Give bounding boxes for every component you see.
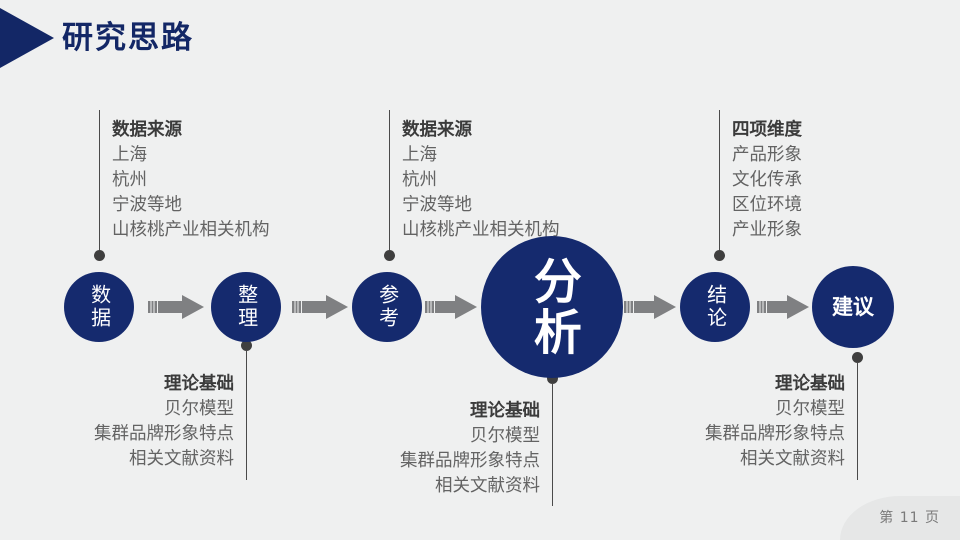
callout-bottom-1: 理论基础 贝尔模型 集群品牌形象特点 相关文献资料 (26, 371, 234, 472)
flow-step-2-label: 整理 (234, 284, 259, 330)
callout-top-3-line-4: 产业形象 (732, 220, 802, 240)
callout-top-3-heading: 四项维度 (732, 120, 802, 140)
connector-dot-top-1 (94, 250, 105, 261)
flow-arrow-1 (148, 293, 204, 321)
callout-top-1-line-1: 上海 (112, 145, 147, 165)
page-number-badge: 第 11 页 (840, 496, 960, 540)
callout-bottom-2-line-1: 贝尔模型 (470, 426, 540, 446)
callout-top-1-line-3: 宁波等地 (112, 195, 182, 215)
callout-top-1-line-4: 山核桃产业相关机构 (112, 220, 270, 240)
callout-bottom-3: 理论基础 贝尔模型 集群品牌形象特点 相关文献资料 (637, 371, 845, 472)
callout-bottom-2-heading: 理论基础 (470, 401, 540, 421)
flow-step-5-结论[interactable]: 结论 (680, 272, 750, 342)
callout-top-2-line-2: 杭州 (402, 170, 437, 190)
connector-dot-top-3 (714, 250, 725, 261)
callout-top-2-line-4: 山核桃产业相关机构 (402, 220, 560, 240)
callout-top-3-line-2: 文化传承 (732, 170, 802, 190)
callout-bottom-1-line-2: 集群品牌形象特点 (94, 424, 234, 444)
callout-bottom-3-line-1: 贝尔模型 (775, 399, 845, 419)
connector-line-bottom-3 (857, 362, 858, 480)
connector-line-bottom-2 (552, 383, 553, 506)
flow-arrow-4 (624, 293, 676, 321)
callout-top-3-line-3: 区位环境 (732, 195, 802, 215)
flow-step-6-label: 建议 (832, 294, 874, 319)
callout-top-1-heading: 数据来源 (112, 120, 182, 140)
callout-top-2-heading: 数据来源 (402, 120, 472, 140)
callout-bottom-3-heading: 理论基础 (775, 374, 845, 394)
flow-step-1-数据[interactable]: 数据 (64, 272, 134, 342)
flow-step-4-label: 分析 (524, 256, 581, 358)
callout-top-2-line-3: 宁波等地 (402, 195, 472, 215)
callout-top-2-line-1: 上海 (402, 145, 437, 165)
flow-step-1-label: 数据 (87, 284, 112, 330)
connector-line-bottom-1 (246, 350, 247, 480)
flow-arrow-3 (425, 293, 477, 321)
callout-bottom-3-line-3: 相关文献资料 (740, 449, 845, 469)
flow-arrow-5 (757, 293, 809, 321)
connector-dot-top-2 (384, 250, 395, 261)
flow-step-3-label: 参考 (375, 284, 400, 330)
connector-dot-bottom-1 (241, 340, 252, 351)
callout-bottom-2: 理论基础 贝尔模型 集群品牌形象特点 相关文献资料 (332, 398, 540, 499)
callout-bottom-3-line-2: 集群品牌形象特点 (705, 424, 845, 444)
flow-arrow-2 (292, 293, 348, 321)
title-triangle-icon (0, 8, 54, 68)
callout-top-3-line-1: 产品形象 (732, 145, 802, 165)
callout-top-1-line-2: 杭州 (112, 170, 147, 190)
connector-line-top-3 (719, 110, 720, 256)
flow-step-5-label: 结论 (703, 284, 728, 330)
callout-top-1: 数据来源 上海 杭州 宁波等地 山核桃产业相关机构 (112, 117, 270, 243)
callout-top-2: 数据来源 上海 杭州 宁波等地 山核桃产业相关机构 (402, 117, 560, 243)
connector-dot-bottom-3 (852, 352, 863, 363)
callout-bottom-1-line-3: 相关文献资料 (129, 449, 234, 469)
callout-bottom-2-line-3: 相关文献资料 (435, 476, 540, 496)
page-number-label: 第 11 页 (879, 510, 940, 526)
callout-top-3: 四项维度 产品形象 文化传承 区位环境 产业形象 (732, 117, 802, 243)
connector-line-top-1 (99, 110, 100, 256)
flow-step-6-建议[interactable]: 建议 (812, 266, 894, 348)
page-title: 研究思路 (62, 20, 194, 56)
connector-dot-bottom-2 (547, 373, 558, 384)
callout-bottom-1-line-1: 贝尔模型 (164, 399, 234, 419)
callout-bottom-1-heading: 理论基础 (164, 374, 234, 394)
flow-step-4-分析[interactable]: 分析 (481, 236, 623, 378)
flow-step-3-参考[interactable]: 参考 (352, 272, 422, 342)
flow-step-2-整理[interactable]: 整理 (211, 272, 281, 342)
callout-bottom-2-line-2: 集群品牌形象特点 (400, 451, 540, 471)
connector-line-top-2 (389, 110, 390, 256)
